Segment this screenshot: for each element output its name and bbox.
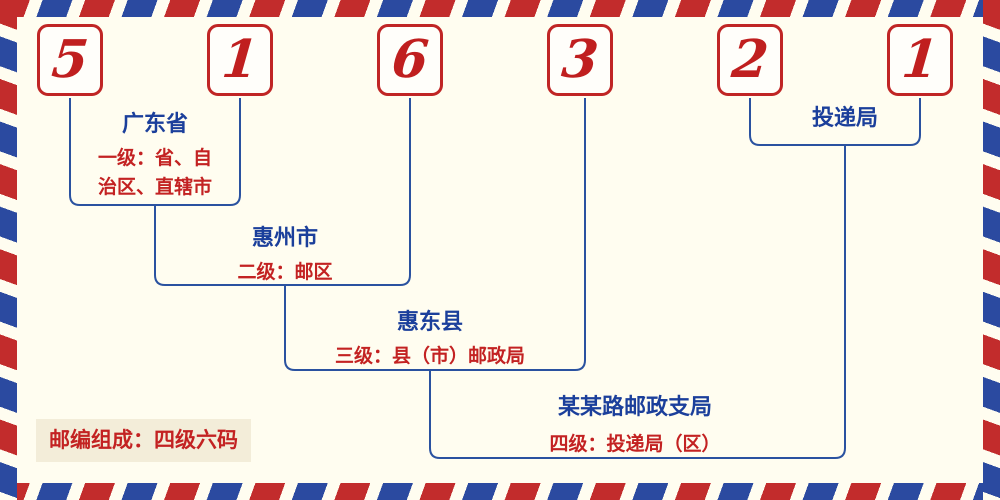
delivery-name: 投递局 — [811, 106, 878, 131]
airmail-border-left — [0, 0, 17, 500]
airmail-border-top — [0, 0, 1000, 17]
digit: 5 — [49, 29, 91, 90]
branch-desc: 四级：投递局（区） — [549, 433, 721, 456]
county-name: 惠东县 — [396, 310, 463, 335]
branch-name: 某某路邮政支局 — [557, 395, 712, 420]
label-delivery-office: 投递局 — [760, 106, 930, 132]
province-name: 广东省 — [121, 112, 188, 137]
airmail-border-right — [983, 0, 1000, 500]
province-desc-line1: 一级：省、自 — [97, 147, 212, 170]
province-desc: 一级：省、自 治区、直辖市 — [70, 144, 240, 201]
digit: 3 — [559, 29, 601, 90]
label-branch-office: 某某路邮政支局 四级：投递局（区） — [525, 395, 745, 459]
city-name: 惠州市 — [251, 226, 318, 251]
digit-box: 2 — [717, 24, 783, 96]
composition-note: 邮编组成：四级六码 — [36, 419, 251, 463]
label-county: 惠东县 三级：县（市）邮政局 — [320, 310, 540, 371]
city-desc: 二级：邮区 — [237, 261, 333, 284]
digit: 1 — [219, 29, 261, 90]
digit: 2 — [729, 29, 771, 90]
digit-box: 1 — [887, 24, 953, 96]
label-province: 广东省 一级：省、自 治区、直辖市 — [70, 112, 240, 201]
digit: 6 — [389, 29, 431, 90]
county-desc: 三级：县（市）邮政局 — [334, 345, 525, 368]
digit-box: 1 — [207, 24, 273, 96]
province-desc-line2: 治区、直辖市 — [97, 175, 212, 198]
digit-box: 3 — [547, 24, 613, 96]
digit: 1 — [899, 29, 941, 90]
label-city: 惠州市 二级：邮区 — [190, 226, 380, 287]
digit-box: 5 — [37, 24, 103, 96]
digit-box: 6 — [377, 24, 443, 96]
airmail-border-bottom — [0, 483, 1000, 500]
